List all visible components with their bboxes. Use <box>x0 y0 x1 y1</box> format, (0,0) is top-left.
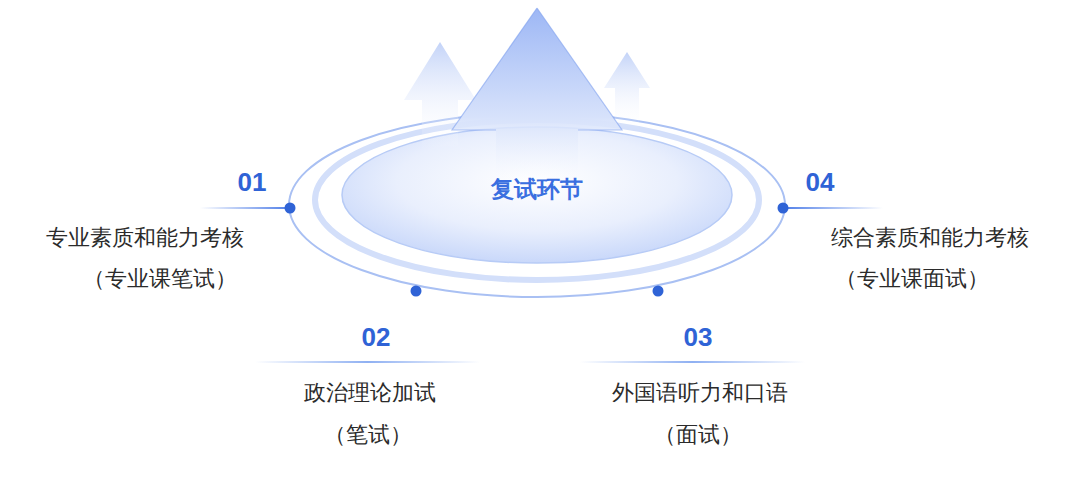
step-name: 综合素质和能力考核 <box>831 225 1029 251</box>
step-note: （专业课笔试） <box>83 266 237 292</box>
small-arrow <box>404 42 476 150</box>
number-rule <box>255 361 480 363</box>
step-name: 专业素质和能力考核 <box>46 225 244 251</box>
number-rule <box>580 361 805 363</box>
step-number: 04 <box>806 167 835 198</box>
big-arrow <box>452 8 622 190</box>
step-number: 02 <box>362 322 391 353</box>
step-note: （笔试） <box>324 422 412 448</box>
number-rule <box>783 207 883 209</box>
diagram-title: 复试环节 <box>491 176 583 204</box>
step-number: 01 <box>238 167 267 198</box>
number-rule <box>200 207 290 209</box>
ring-dot <box>285 203 296 214</box>
step-note: （面试） <box>654 422 742 448</box>
step-name: 外国语听力和口语 <box>612 380 788 406</box>
ring-dot <box>778 203 789 214</box>
big-arrow-edge <box>452 8 622 130</box>
step-name: 政治理论加试 <box>304 380 436 406</box>
ring-dot <box>653 286 664 297</box>
step-note: （专业课面试） <box>835 266 989 292</box>
step-number: 03 <box>684 322 713 353</box>
ring-dot <box>411 286 422 297</box>
